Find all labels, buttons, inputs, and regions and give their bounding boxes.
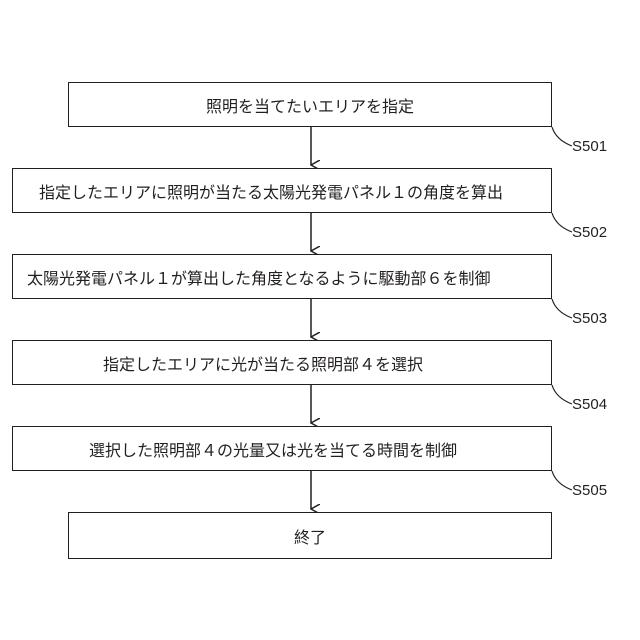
leader-s502 [552, 213, 572, 232]
step-label-s503: S503 [572, 310, 607, 327]
step-box-end: 終了 [68, 512, 552, 559]
step-text: 選択した照明部４の光量又は光を当てる時間を制御 [89, 437, 457, 461]
step-box-s501: 照明を当てたいエリアを指定 [68, 82, 552, 127]
leader-s503 [552, 299, 572, 318]
step-text: 照明を当てたいエリアを指定 [206, 93, 414, 117]
step-label-s505: S505 [572, 482, 607, 499]
step-label-s501: S501 [572, 138, 607, 155]
step-box-s503: 太陽光発電パネル１が算出した角度となるように駆動部６を制御 [12, 254, 552, 299]
step-box-s504: 指定したエリアに光が当たる照明部４を選択 [12, 340, 552, 385]
step-label-s502: S502 [572, 224, 607, 241]
leader-s505 [552, 471, 572, 490]
leader-s501 [552, 127, 572, 146]
leader-s504 [552, 385, 572, 404]
step-box-s505: 選択した照明部４の光量又は光を当てる時間を制御 [12, 426, 552, 471]
step-text: 指定したエリアに光が当たる照明部４を選択 [103, 351, 423, 375]
step-text: 指定したエリアに照明が当たる太陽光発電パネル１の角度を算出 [39, 179, 503, 203]
step-text: 太陽光発電パネル１が算出した角度となるように駆動部６を制御 [27, 265, 491, 289]
step-label-s504: S504 [572, 396, 607, 413]
step-box-s502: 指定したエリアに照明が当たる太陽光発電パネル１の角度を算出 [12, 168, 552, 213]
end-text: 終了 [294, 524, 326, 548]
